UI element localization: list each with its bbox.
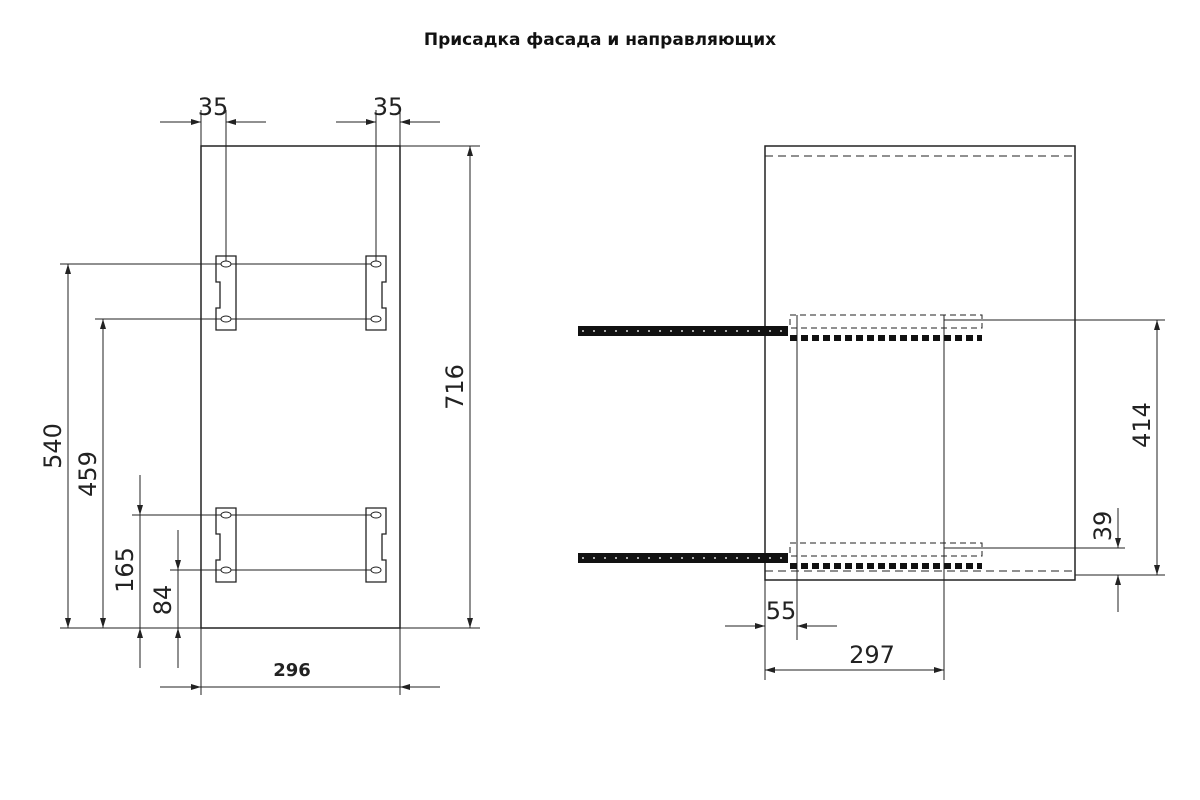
- label-84: 84: [149, 585, 177, 616]
- bracket-upper-right: [365, 255, 387, 331]
- rail-upper: [578, 326, 982, 341]
- label-35-right: 35: [373, 93, 404, 121]
- rail-lower: [578, 553, 982, 569]
- label-297: 297: [849, 641, 895, 669]
- label-165: 165: [111, 547, 139, 593]
- bracket-lower-right: [365, 507, 387, 583]
- facade-panel: [200, 145, 401, 629]
- label-414: 414: [1128, 402, 1156, 448]
- drawer-side-panel: [764, 145, 1076, 581]
- label-55: 55: [766, 597, 797, 625]
- label-296: 296: [273, 660, 311, 681]
- bracket-holes: [220, 260, 382, 574]
- label-459: 459: [74, 451, 102, 497]
- label-540: 540: [39, 423, 67, 469]
- label-39: 39: [1089, 511, 1117, 542]
- rail-housing-lower: [789, 542, 983, 557]
- bracket-upper-left: [215, 255, 237, 331]
- label-716: 716: [441, 364, 469, 410]
- rail-housing-upper: [789, 314, 983, 329]
- drawing-title: Присадка фасада и направляющих: [423, 30, 777, 50]
- label-35-left: 35: [198, 93, 229, 121]
- bracket-lower-left: [215, 507, 237, 583]
